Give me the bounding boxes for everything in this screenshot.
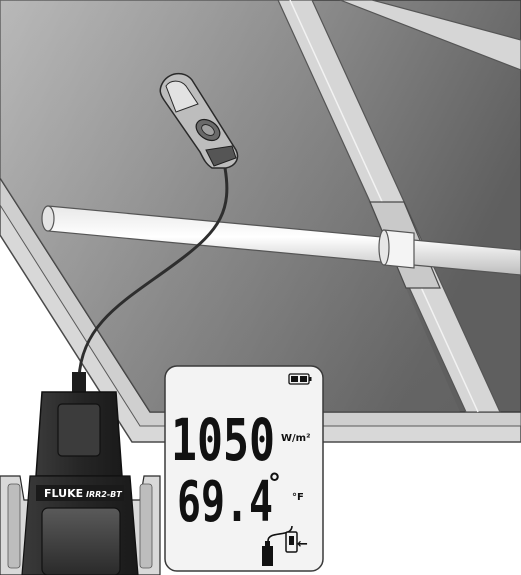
lcd-display-callout: 1050 W/m² 69.4 ° °F ← (164, 365, 324, 572)
irradiance-value: 1050 (171, 406, 275, 474)
mounting-rail-top (339, 0, 521, 71)
meter-brand-label: FLUKE (44, 487, 83, 500)
irradiance-unit: W/m² (281, 433, 310, 444)
tube-end (41, 205, 55, 232)
collar-ring (378, 229, 390, 266)
temperature-unit: °F (292, 492, 304, 503)
holster-grip-right (139, 483, 153, 569)
battery-icon (288, 373, 312, 385)
cable-strain-relief (72, 372, 86, 392)
temperature-value: 69.4 (177, 470, 273, 535)
sensor-cable (77, 167, 229, 379)
sensor-connection-icon: ← (262, 525, 308, 566)
irradiance-meter: FLUKE IRR2-BT (0, 372, 161, 575)
holster-grip-left (7, 483, 21, 569)
sensor-probe-icon (159, 72, 239, 169)
sensor-arrow: ← (297, 537, 308, 552)
temperature-degree-mark: ° (268, 469, 281, 499)
meter-brand-strip (36, 485, 124, 501)
meter-screen (41, 507, 121, 575)
meter-model-label: IRR2-BT (86, 490, 122, 499)
meter-top-panel (57, 403, 101, 457)
